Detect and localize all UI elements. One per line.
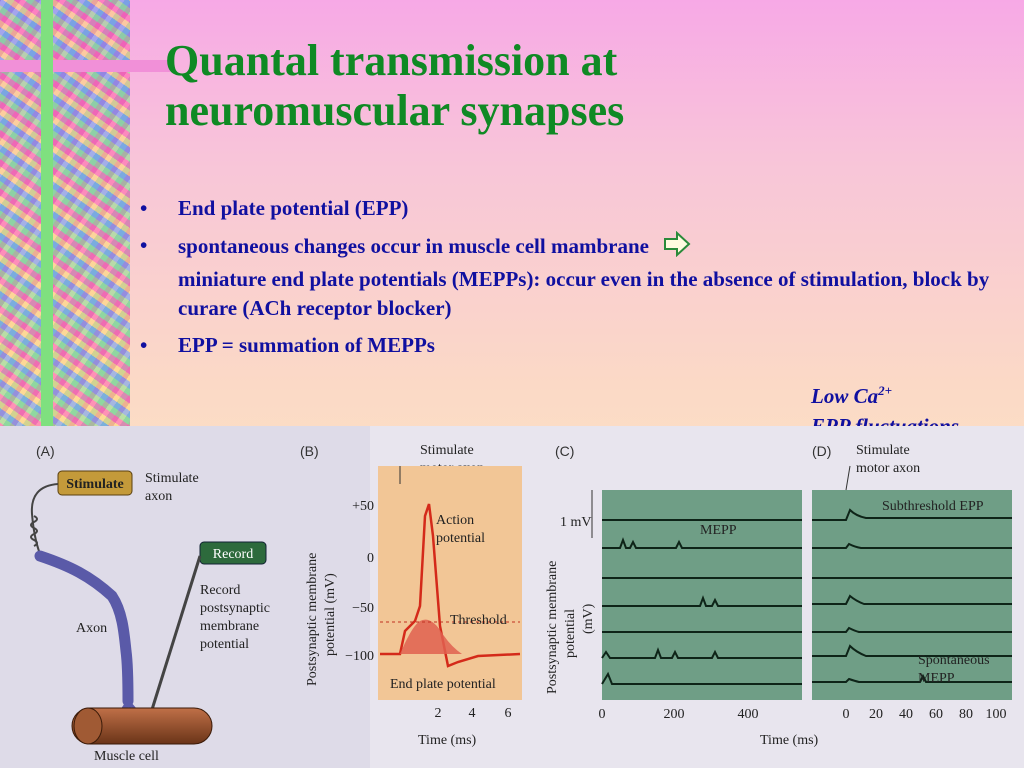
axon-label: Axon [76, 621, 107, 636]
panel-c-letter: (C) [555, 443, 574, 459]
panel-a-letter: (A) [36, 443, 55, 459]
stimulate-axon-label-1: Stimulate [145, 471, 199, 486]
panel-c-xtick: 200 [664, 707, 685, 722]
record-box-label: Record [213, 547, 253, 562]
bullet-dot: • [140, 333, 148, 357]
record-label-4: potential [200, 637, 249, 652]
bullet-item: • spontaneous changes occur in muscle cel… [140, 230, 1010, 323]
panel-c-ylabel-1: Postsynaptic membrane [545, 561, 560, 694]
bullet-item: • End plate potential (EPP) [140, 194, 1010, 223]
bullet-dot: • [140, 233, 148, 257]
panel-c-ylabel-2: potential [563, 609, 578, 658]
panel-b-action-potential: (B) Stimulate motor axon Postsynaptic me… [300, 443, 522, 748]
threshold-label: Threshold [450, 613, 507, 628]
panel-c-xtick: 400 [738, 707, 759, 722]
panel-b-ytick: −100 [345, 649, 374, 664]
figure-neuromuscular-recordings: (A) Stimulate Stimulate axon Axon Record… [0, 426, 1024, 768]
decorative-vertical-bar [41, 0, 53, 430]
panel-a-setup-diagram: (A) Stimulate Stimulate axon Axon Record… [30, 443, 270, 764]
panel-b-ytick: +50 [352, 499, 374, 514]
panel-d-xlabel: Time (ms) [760, 733, 819, 748]
bullet-text: End plate potential (EPP) [178, 196, 409, 220]
panel-b-letter: (B) [300, 443, 319, 459]
panel-d-xtick: 20 [869, 707, 883, 722]
panel-d-stimulate-label-1: Stimulate [856, 443, 910, 458]
panel-c-ylabel-3: (mV) [581, 603, 596, 634]
spontaneous-label-2: MEPP [918, 671, 955, 686]
stimulate-box-label: Stimulate [66, 477, 124, 492]
panel-b-ytick: 0 [367, 551, 374, 566]
stimulate-axon-label-2: axon [145, 489, 172, 504]
panel-b-xlabel: Time (ms) [418, 733, 477, 748]
end-plate-potential-label: End plate potential [390, 677, 496, 692]
panel-d-xtick: 40 [899, 707, 913, 722]
bullet-text: spontaneous changes occur in muscle cell… [178, 233, 649, 258]
mepp-label: MEPP [700, 523, 737, 538]
bullet-dot: • [140, 196, 148, 220]
panel-b-ylabel-1: Postsynaptic membrane [305, 553, 320, 686]
action-potential-label-2: potential [436, 531, 485, 546]
arrow-right-icon [663, 230, 691, 265]
note-line-low-ca: Low Ca2+ [811, 383, 893, 408]
panel-d-epp-fluctuations: (D) Stimulate motor axon Subthreshold EP… [760, 443, 1012, 748]
muscle-cell-label: Muscle cell [94, 749, 159, 764]
scale-bar-label: 1 mV [560, 515, 592, 530]
panel-b-ylabel-2: potential (mV) [323, 573, 338, 656]
bullet-item: • EPP = summation of MEPPs [140, 331, 1010, 360]
panel-d-stimulate-label-2: motor axon [856, 461, 920, 476]
panel-d-xtick: 100 [986, 707, 1007, 722]
panel-b-xtick: 6 [505, 706, 512, 721]
bullet-text-continued: miniature end plate potentials (MEPPs): … [178, 267, 990, 320]
panel-b-xtick: 4 [469, 706, 476, 721]
record-label-1: Record [200, 583, 240, 598]
panel-d-letter: (D) [812, 443, 831, 459]
spontaneous-label-1: Spontaneous [918, 653, 990, 668]
panel-d-xtick: 60 [929, 707, 943, 722]
record-label-2: postsynaptic [200, 601, 270, 616]
panel-d-xtick: 80 [959, 707, 973, 722]
bullet-list: • End plate potential (EPP) • spontaneous … [140, 194, 1010, 368]
panel-c-xtick: 0 [599, 707, 606, 722]
panel-c-mepp-traces: (C) Postsynaptic membrane potential (mV)… [545, 443, 802, 722]
action-potential-label-1: Action [436, 513, 474, 528]
bullet-text: EPP = summation of MEPPs [178, 333, 435, 357]
subthreshold-epp-label: Subthreshold EPP [882, 499, 984, 514]
record-label-3: membrane [200, 619, 259, 634]
panel-b-stimulate-label-1: Stimulate [420, 443, 474, 458]
panel-b-ytick: −50 [352, 601, 374, 616]
decorative-horizontal-bar [0, 60, 170, 72]
panel-d-xtick: 0 [843, 707, 850, 722]
slide-title: Quantal transmission at neuromuscular sy… [165, 36, 625, 135]
panel-b-xtick: 2 [435, 706, 442, 721]
